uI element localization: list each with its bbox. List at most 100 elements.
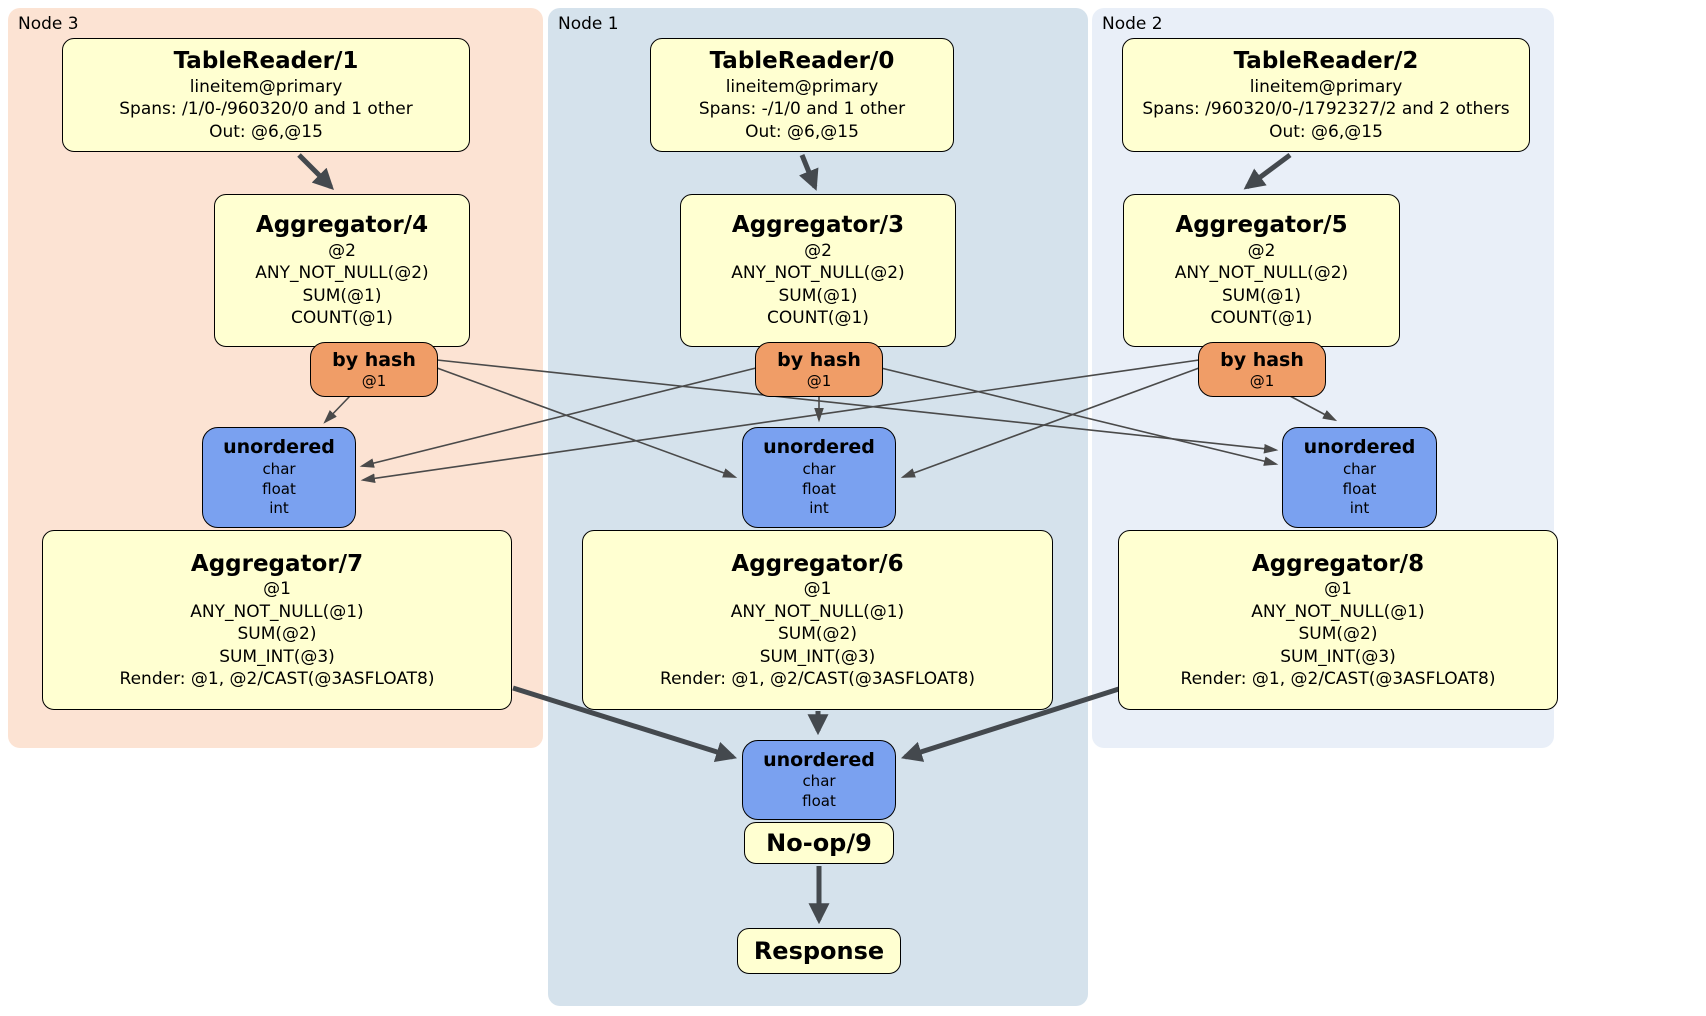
box-line: ANY_NOT_NULL(@2) [255,263,429,284]
box-title: Aggregator/4 [255,212,429,239]
sync-line: char [802,460,836,479]
box-title: Aggregator/6 [731,550,904,577]
sync-title: unordered [1303,436,1416,459]
box-line: lineitem@primary [1249,76,1403,97]
node2-label: Node 2 [1102,14,1163,34]
sync-line: int [809,499,829,518]
sync-line: int [269,499,289,518]
box-title: Response [753,937,885,965]
tablereader-1-box: TableReader/1 lineitem@primary Spans: /1… [62,38,470,152]
box-title: No-op/9 [766,829,872,857]
box-line: Out: @6,@15 [745,121,859,142]
edge-aggregator7-to-final-unordered [512,685,738,762]
edge-byhash-center-to-unordered-left [359,367,757,468]
box-line: @1 [803,579,832,600]
box-line: COUNT(@1) [1210,308,1313,329]
box-line: ANY_NOT_NULL(@2) [1174,263,1349,284]
aggregator-3-box: Aggregator/3 @2 ANY_NOT_NULL(@2) SUM(@1)… [680,194,956,347]
aggregator-7-box: Aggregator/7 @1 ANY_NOT_NULL(@1) SUM(@2)… [42,530,512,710]
box-line: @2 [1247,241,1276,261]
edge-tablereader1-to-aggregator4 [297,153,334,190]
sync-line: char [1342,460,1377,479]
edge-tablereader0-to-aggregator3 [798,154,819,191]
edge-tablereader2-to-aggregator5 [1243,152,1292,190]
box-title: TableReader/2 [1233,47,1419,74]
box-line: ANY_NOT_NULL(@2) [731,263,905,284]
box-line: ANY_NOT_NULL(@1) [190,601,364,622]
box-line: SUM(@1) [778,285,858,306]
sync-title: unordered [223,436,335,459]
box-line: SUM_INT(@3) [759,646,876,667]
box-line: @1 [263,579,291,600]
sync-title: unordered [763,436,875,459]
aggregator-4-box: Aggregator/4 @2 ANY_NOT_NULL(@2) SUM(@1)… [214,194,470,347]
box-line: SUM_INT(@3) [219,646,335,667]
box-line: SUM(@1) [1222,285,1301,306]
box-title: TableReader/0 [709,47,895,74]
unordered-sync-final: unordered char float [742,740,896,820]
edge-byhash-right-to-unordered-left [360,359,1200,484]
edge-aggregator8-to-final-unordered [900,685,1123,762]
box-line: Out: @6,@15 [1269,121,1383,142]
sync-line: char [262,460,296,479]
node3-label: Node 3 [18,14,79,34]
edge-byhash-left-to-unordered-left [323,395,351,424]
router-title: by hash [332,348,416,371]
box-line: @1 [1324,579,1352,600]
box-line: lineitem@primary [725,76,879,97]
edge-byhash-left-to-unordered-center [436,367,738,478]
box-title: TableReader/1 [173,47,359,74]
aggregator-6-box: Aggregator/6 @1 ANY_NOT_NULL(@1) SUM(@2)… [582,530,1053,710]
edge-byhash-left-to-unordered-right [436,359,1279,454]
sync-line: char [802,772,836,791]
box-title: Aggregator/8 [1251,550,1425,577]
box-line: COUNT(@1) [767,308,869,329]
box-line: SUM_INT(@3) [1280,646,1396,667]
box-line: Render: @1, @2/CAST(@3ASFLOAT8) [1180,669,1496,690]
aggregator-5-box: Aggregator/5 @2 ANY_NOT_NULL(@2) SUM(@1)… [1123,194,1400,347]
aggregator-8-box: Aggregator/8 @1 ANY_NOT_NULL(@1) SUM(@2)… [1118,530,1558,710]
box-title: Aggregator/3 [731,212,905,239]
tablereader-0-box: TableReader/0 lineitem@primary Spans: -/… [650,38,954,152]
byhash-router-left: by hash @1 [310,342,438,397]
box-line: Out: @6,@15 [209,121,323,142]
box-line: SUM(@2) [778,624,857,645]
edge-byhash-right-to-unordered-right [1289,395,1338,422]
box-line: Render: @1, @2/CAST(@3ASFLOAT8) [660,669,975,690]
box-title: Aggregator/5 [1175,212,1348,239]
box-line: COUNT(@1) [291,308,393,329]
box-line: SUM(@1) [302,285,382,306]
sync-line: float [802,479,836,498]
box-line: Spans: /960320/0-/1792327/2 and 2 others [1142,99,1510,120]
noop-box: No-op/9 [744,822,894,864]
edge-byhash-center-to-unordered-right [880,367,1279,466]
box-line: Render: @1, @2/CAST(@3ASFLOAT8) [119,669,435,690]
box-line: @2 [804,241,832,261]
router-detail: @1 [361,372,387,391]
box-line: @2 [328,241,356,261]
byhash-router-center: by hash @1 [755,342,883,397]
box-title: Aggregator/7 [190,550,364,577]
edge-byhash-right-to-unordered-center [900,367,1200,478]
router-title: by hash [1220,348,1304,371]
sync-line: float [262,479,296,498]
box-line: Spans: /1/0-/960320/0 and 1 other [119,99,413,120]
router-detail: @1 [1249,372,1275,391]
unordered-sync-right: unordered char float int [1282,427,1437,528]
sync-line: int [1349,499,1370,518]
unordered-sync-center: unordered char float int [742,427,896,528]
tablereader-2-box: TableReader/2 lineitem@primary Spans: /9… [1122,38,1530,152]
box-line: Spans: -/1/0 and 1 other [698,99,906,120]
router-detail: @1 [806,372,832,391]
box-line: ANY_NOT_NULL(@1) [730,601,905,622]
node1-label: Node 1 [558,14,619,34]
byhash-router-right: by hash @1 [1198,342,1326,397]
box-line: lineitem@primary [189,76,343,97]
sync-line: float [1342,479,1377,498]
response-box: Response [737,928,901,974]
unordered-sync-left: unordered char float int [202,427,356,528]
router-title: by hash [777,348,861,371]
box-line: SUM(@2) [237,624,317,645]
sync-title: unordered [763,748,875,771]
